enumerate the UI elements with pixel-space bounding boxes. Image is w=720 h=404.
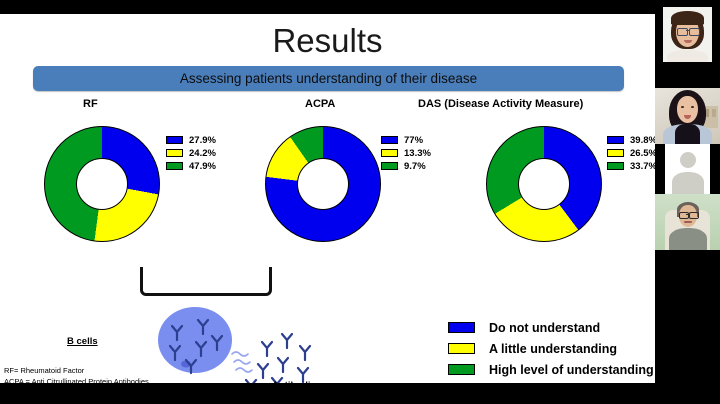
glasses-bridge-icon (686, 214, 690, 215)
footnote-acpa: ACPA = Anti Citrullinated Protein Antibo… (4, 377, 149, 383)
avatar-body-icon (672, 172, 704, 194)
legend-item: 24.2% (166, 147, 216, 159)
legend-label: High level of understanding (489, 362, 654, 377)
chart-title-acpa: ACPA (305, 98, 336, 110)
donut-hole-acpa (297, 158, 349, 210)
main-legend-item-a-little-understanding: A little understanding (448, 338, 654, 359)
background-object (705, 109, 709, 117)
main-legend-item-high-level-of-understanding: High level of understanding (448, 359, 654, 380)
video-feed (655, 194, 720, 250)
fringe-shape (671, 11, 704, 25)
legend-item: 39.8% (607, 134, 655, 146)
donut-chart-acpa (265, 126, 381, 242)
legend-value: 39.8% (630, 134, 655, 146)
participant-video-strip (655, 0, 720, 404)
grouping-bracket (140, 267, 272, 296)
legend-swatch-green (381, 162, 398, 170)
legend-swatch-blue (166, 136, 183, 144)
internal-antibodies-icon (168, 318, 224, 375)
legend-value: 24.2% (189, 147, 216, 159)
legend-swatch-yellow (381, 149, 398, 157)
chart-title-das: DAS (Disease Activity Measure) (418, 98, 584, 110)
video-feed (663, 7, 712, 62)
video-tile-participant-1[interactable] (655, 7, 720, 62)
glasses-left-icon (679, 212, 689, 219)
video-feed (665, 144, 710, 194)
legend-swatch-green (166, 162, 183, 170)
video-tile-participant-2[interactable] (655, 88, 720, 144)
legend-swatch-yellow (166, 149, 183, 157)
background-object (712, 109, 716, 117)
donut-chart-das (486, 126, 602, 242)
legend-value: 77% (404, 134, 424, 146)
legend-swatch-yellow (607, 149, 624, 157)
legend-item: 9.7% (381, 160, 431, 172)
torso-shape (669, 228, 707, 250)
legend-value: 47.9% (189, 160, 216, 172)
slide-subtitle-banner: Assessing patients understanding of thei… (33, 66, 624, 91)
chart-legend-acpa: 77% 13.3% 9.7% (381, 134, 431, 173)
legend-swatch-green (448, 364, 475, 375)
legend-swatch-yellow (448, 343, 475, 354)
b-cells-label: B cells (67, 336, 98, 347)
legend-label: A little understanding (489, 341, 618, 356)
legend-label: Do not understand (489, 320, 601, 335)
legend-swatch-blue (607, 136, 624, 144)
donut-chart-rf (44, 126, 160, 242)
mouth-shape (684, 115, 691, 119)
legend-swatch-blue (381, 136, 398, 144)
letterbox-bottom (0, 383, 720, 404)
chart-legend-rf: 27.9% 24.2% 47.9% (166, 134, 216, 173)
donut-hole-rf (76, 158, 128, 210)
b-cell-antibody-illustration (158, 307, 312, 383)
glasses-right-icon (689, 28, 700, 36)
hair-over-shoulders (675, 124, 700, 144)
b-cell-body-icon (158, 307, 232, 373)
footnote-rf: RF= Rheumatoid Factor (4, 366, 85, 375)
glasses-left-icon (677, 28, 688, 36)
legend-item: 27.9% (166, 134, 216, 146)
legend-value: 26.5% (630, 147, 655, 159)
video-tile-participant-4[interactable] (655, 194, 720, 250)
presentation-slide: Results Assessing patients understanding… (0, 14, 655, 383)
free-antibodies-icon (244, 332, 312, 383)
mouth-shape (684, 40, 692, 43)
torso-shape (667, 50, 708, 62)
chart-legend-das: 39.8% 26.5% 33.7% (607, 134, 655, 173)
slide-title: Results (272, 22, 383, 59)
legend-value: 9.7% (404, 160, 426, 172)
face-shape (677, 96, 698, 123)
legend-item: 13.3% (381, 147, 431, 159)
main-legend-item-do-not-understand: Do not understand (448, 317, 654, 338)
legend-value: 33.7% (630, 160, 655, 172)
antibodies-label: Antibodies (272, 380, 321, 383)
slide-subtitle-text: Assessing patients understanding of thei… (179, 71, 478, 86)
legend-value: 13.3% (404, 147, 431, 159)
video-tile-participant-3-avatar[interactable] (655, 144, 720, 194)
legend-item: 77% (381, 134, 431, 146)
glasses-bridge-icon (686, 30, 689, 31)
legend-swatch-green (607, 162, 624, 170)
avatar-head-icon (680, 152, 696, 168)
secretion-arrows-icon (231, 351, 253, 373)
donut-hole-das (518, 158, 570, 210)
chart-title-rf: RF (83, 98, 98, 110)
eye-right (691, 106, 694, 108)
legend-value: 27.9% (189, 134, 216, 146)
video-feed (655, 88, 720, 144)
legend-item: 33.7% (607, 160, 655, 172)
legend-item: 26.5% (607, 147, 655, 159)
main-legend: Do not understand A little understanding… (448, 317, 654, 380)
mouth-shape (684, 221, 692, 223)
legend-swatch-blue (448, 322, 475, 333)
legend-item: 47.9% (166, 160, 216, 172)
letterbox-top (0, 0, 720, 14)
glasses-right-icon (689, 212, 699, 219)
eye-left (681, 106, 684, 108)
